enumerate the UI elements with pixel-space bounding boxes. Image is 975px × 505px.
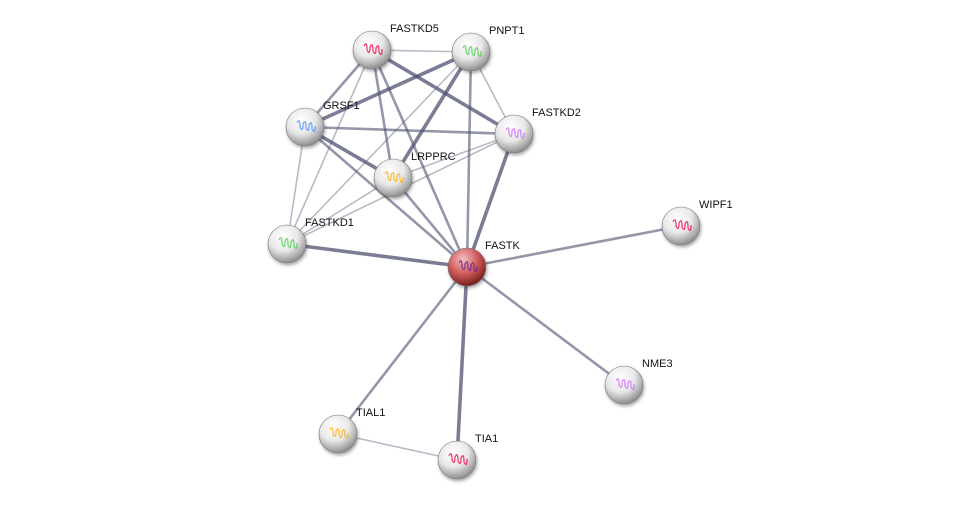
node-label: FASTK — [485, 240, 521, 252]
edge-fastkd2-fastk[interactable] — [465, 133, 516, 268]
node-lrpprc[interactable]: LRPPRC — [373, 151, 456, 198]
node-bubble[interactable] — [494, 114, 534, 154]
edge-pnpt1-grsf1[interactable] — [304, 50, 472, 129]
node-label: LRPPRC — [411, 151, 456, 163]
node-tia1[interactable]: TIA1 — [437, 433, 498, 480]
protein-structure-icon — [363, 43, 383, 56]
node-bubble[interactable] — [352, 30, 392, 70]
node-label: NME3 — [642, 358, 673, 370]
node-tial1[interactable]: TIAL1 — [318, 407, 385, 454]
protein-structure-icon — [672, 219, 692, 232]
node-label: FASTKD1 — [305, 217, 354, 229]
protein-structure-icon — [458, 260, 478, 273]
node-nme3[interactable]: NME3 — [604, 358, 673, 405]
edge-grsf1-fastkd1[interactable] — [286, 126, 306, 245]
node-fastkd2[interactable]: FASTKD2 — [494, 107, 581, 154]
node-label: TIA1 — [475, 433, 498, 445]
edge-pnpt1-fastkd1[interactable] — [286, 51, 472, 245]
node-bubble[interactable] — [451, 32, 491, 72]
protein-structure-icon — [384, 171, 404, 184]
node-label: TIAL1 — [356, 407, 385, 419]
node-label: PNPT1 — [489, 25, 524, 37]
node-fastk[interactable]: FASTK — [447, 240, 521, 287]
node-bubble[interactable] — [447, 247, 487, 287]
node-grsf1[interactable]: GRSF1 — [285, 100, 360, 147]
node-bubble[interactable] — [437, 440, 477, 480]
protein-structure-icon — [296, 120, 316, 133]
protein-structure-icon — [329, 427, 349, 440]
edge-grsf1-fastkd2[interactable] — [304, 125, 515, 136]
node-label: WIPF1 — [699, 199, 733, 211]
edge-fastkd2-lrpprc[interactable] — [392, 133, 515, 179]
protein-structure-icon — [278, 237, 298, 250]
protein-structure-icon — [505, 127, 525, 140]
node-bubble[interactable] — [604, 365, 644, 405]
edge-fastk-tia1[interactable] — [455, 266, 469, 461]
protein-structure-icon — [448, 453, 468, 466]
edge-fastkd5-fastkd2[interactable] — [371, 48, 515, 136]
protein-structure-icon — [615, 378, 635, 391]
edge-fastk-wipf1[interactable] — [466, 224, 682, 269]
edge-lrpprc-fastkd1[interactable] — [286, 177, 394, 245]
edge-fastkd5-fastk[interactable] — [370, 49, 469, 268]
node-pnpt1[interactable]: PNPT1 — [451, 25, 524, 72]
node-bubble[interactable] — [285, 107, 325, 147]
node-fastkd5[interactable]: FASTKD5 — [352, 23, 439, 70]
edge-fastkd5-lrpprc[interactable] — [370, 49, 395, 179]
node-bubble[interactable] — [318, 414, 358, 454]
edge-fastkd1-fastk[interactable] — [286, 242, 468, 269]
protein-structure-icon — [462, 45, 482, 58]
node-bubble[interactable] — [373, 158, 413, 198]
edge-fastk-tial1[interactable] — [336, 266, 469, 435]
node-bubble[interactable] — [267, 224, 307, 264]
node-wipf1[interactable]: WIPF1 — [661, 199, 733, 246]
edge-grsf1-fastk[interactable] — [304, 126, 468, 268]
node-label: FASTKD5 — [390, 23, 439, 35]
node-fastkd1[interactable]: FASTKD1 — [267, 217, 354, 264]
node-bubble[interactable] — [661, 206, 701, 246]
node-label: GRSF1 — [323, 100, 360, 112]
edge-pnpt1-fastk[interactable] — [465, 51, 473, 268]
edge-tial1-tia1[interactable] — [337, 433, 458, 461]
node-label: FASTKD2 — [532, 107, 581, 119]
edge-pnpt1-lrpprc[interactable] — [391, 51, 473, 179]
edge-fastk-nme3[interactable] — [466, 265, 625, 387]
